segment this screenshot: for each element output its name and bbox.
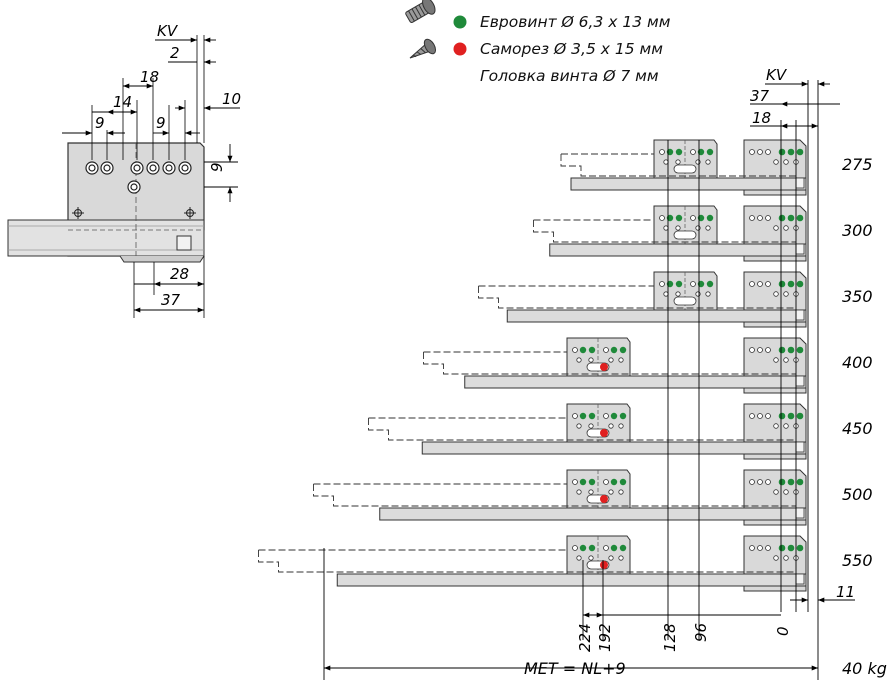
left-dim-9v: 9 bbox=[208, 162, 226, 172]
length-label-275: 275 bbox=[842, 155, 873, 174]
left-dim-2: 2 bbox=[170, 44, 180, 62]
runner-row-300 bbox=[533, 205, 807, 262]
bottom-dim-224: 224 bbox=[576, 623, 594, 652]
length-label-350: 350 bbox=[842, 287, 873, 306]
left-dim-14: 14 bbox=[113, 93, 132, 111]
left-dim-18: 18 bbox=[140, 68, 159, 86]
runner-row-450 bbox=[368, 403, 807, 460]
met-formula: MET = NL+9 bbox=[524, 659, 626, 678]
legend: Евровинт Ø 6,3 x 13 мм Саморез Ø 3,5 x 1… bbox=[405, 0, 671, 85]
runner-rows bbox=[258, 139, 807, 592]
right-dim-37: 37 bbox=[750, 87, 770, 105]
right-dim-18: 18 bbox=[752, 109, 771, 127]
right-kv-label: KV bbox=[766, 66, 788, 84]
right-view-labels: KV 37 18 11 224 192 128 96 0 MET = NL+9 … bbox=[524, 66, 887, 678]
bottom-dim-96: 96 bbox=[692, 623, 710, 642]
left-dim-37: 37 bbox=[161, 291, 181, 309]
wood-screw-icon bbox=[409, 38, 437, 59]
right-view-dimensions bbox=[323, 80, 855, 680]
length-labels: 275 300 350 400 450 500 550 bbox=[842, 155, 873, 570]
bottom-dim-0: 0 bbox=[774, 626, 792, 636]
length-label-450: 450 bbox=[842, 419, 873, 438]
bottom-dim-128: 128 bbox=[661, 623, 679, 652]
left-dim-9a: 9 bbox=[95, 114, 105, 132]
runner-rail bbox=[7, 219, 205, 257]
length-label-500: 500 bbox=[842, 485, 873, 504]
eurovint-screw-icon bbox=[405, 0, 436, 23]
left-detail-view: KV 2 18 14 10 9 9 9 28 37 bbox=[7, 22, 241, 318]
legend-samorez-label: Саморез Ø 3,5 x 15 мм bbox=[480, 40, 663, 58]
length-label-400: 400 bbox=[842, 353, 873, 372]
length-label-550: 550 bbox=[842, 551, 873, 570]
runner-row-500 bbox=[313, 469, 807, 526]
runner-row-400 bbox=[423, 337, 807, 394]
runner-row-275 bbox=[560, 139, 807, 196]
load-rating: 40 kg bbox=[842, 659, 887, 678]
left-dim-9b: 9 bbox=[156, 114, 166, 132]
eurovint-dot bbox=[453, 15, 467, 29]
bottom-dim-192: 192 bbox=[596, 623, 614, 652]
legend-eurovint-label: Евровинт Ø 6,3 x 13 мм bbox=[480, 13, 671, 31]
samorez-dot bbox=[453, 42, 467, 56]
left-dim-28: 28 bbox=[170, 265, 189, 283]
right-dim-11: 11 bbox=[836, 583, 855, 601]
legend-head-label: Головка винта Ø 7 мм bbox=[480, 67, 659, 85]
left-dim-10: 10 bbox=[222, 90, 241, 108]
length-label-300: 300 bbox=[842, 221, 873, 240]
runner-row-550 bbox=[258, 535, 807, 592]
left-kv-label: KV bbox=[157, 22, 179, 40]
runner-row-350 bbox=[478, 271, 807, 328]
hole-row bbox=[85, 161, 192, 194]
